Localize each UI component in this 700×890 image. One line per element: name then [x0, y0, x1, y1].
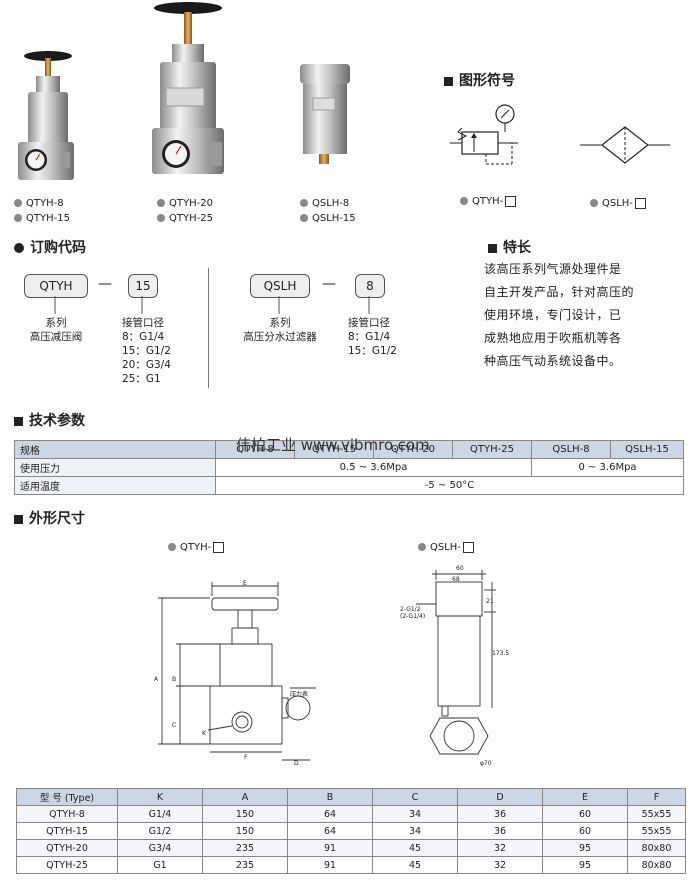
dims-heading: 外形尺寸 [14, 508, 85, 528]
filter-symbol [580, 126, 670, 164]
qslh-series: 系列高压分水过滤器 [243, 317, 317, 343]
dim-gauge: 压力表 [290, 691, 309, 698]
tech-heading: 技术参数 [14, 410, 85, 430]
watermark: 伟柏工业 www.vibmro.com [236, 436, 430, 454]
dim-60: 60 [456, 565, 464, 572]
qslh-size-pill: 8 [355, 274, 385, 298]
qtyh-code-pill: QTYH [24, 274, 88, 298]
qslh-drawing [416, 570, 496, 755]
order-divider [208, 268, 209, 388]
product-photos [18, 2, 350, 180]
qtyh-drawing [158, 582, 316, 761]
drawing-label-left: QTYH- [168, 540, 225, 555]
drawing-label-right: QSLH- [418, 540, 474, 555]
qtyh-small-photo [18, 51, 74, 180]
dim-d: D [294, 760, 299, 767]
dim-c: C [172, 722, 177, 729]
order-heading: 订购代码 [14, 237, 86, 257]
qslh-models: QSLH-8 QSLH-15 [300, 196, 356, 226]
symbol-label-left: QTYH- [460, 194, 517, 209]
features-text: 该高压系列气源处理件是自主开发产品，针对高压的 使用环境，专门设计，已成熟地应用… [484, 262, 635, 368]
qslh-photo [300, 64, 350, 164]
dim-b: B [172, 676, 177, 683]
dim-height: 173.5 [492, 650, 510, 657]
qslh-code-pill: QSLH [250, 274, 310, 298]
order-dash: — [98, 276, 112, 292]
dim-dia: φ70 [480, 760, 492, 767]
qtyh-small-models: QTYH-8 QTYH-15 [14, 196, 70, 226]
dim-port: 2-G1/2 [400, 606, 421, 613]
tech-table: 规格 QTYH-8 QTYH-15 QTYH-20 QTYH-25 QSLH-8… [14, 440, 684, 495]
order-connectors-left [54, 296, 143, 314]
dim-e: E [243, 580, 247, 587]
order-connectors-right [278, 296, 370, 314]
qtyh-large-photo [152, 2, 224, 174]
dim-k: K [202, 730, 206, 737]
qtyh-size-pill: 15 [128, 274, 158, 298]
dim-21: 21 [486, 598, 494, 605]
qtyh-large-models: QTYH-20 QTYH-25 [157, 196, 213, 226]
regulator-symbol [450, 104, 518, 165]
dim-f: F [244, 754, 248, 761]
features-heading: 特长 [488, 237, 531, 257]
dim-a: A [154, 676, 159, 683]
dim-port-alt: (2-G1/4) [400, 613, 426, 620]
symbol-label-right: QSLH- [590, 196, 646, 211]
order-dash: — [322, 276, 336, 292]
symbols-heading: 图形符号 [444, 70, 515, 90]
qtyh-series: 系列高压减压阀 [29, 317, 83, 343]
dim-68: 68 [452, 576, 460, 583]
